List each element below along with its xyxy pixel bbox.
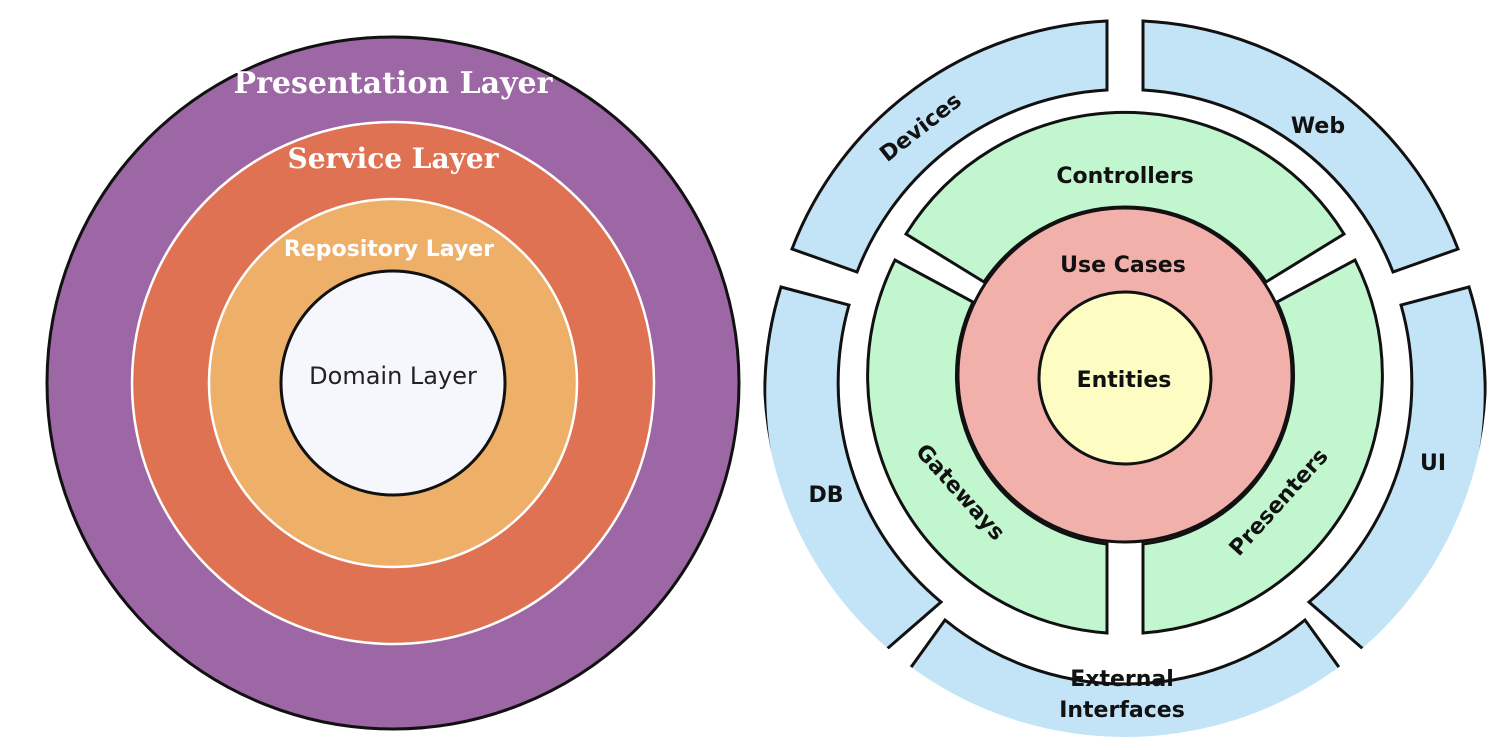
domain-layer-core [279, 269, 507, 497]
domain-layer-label: Domain Layer [309, 362, 477, 390]
layered-architecture-diagram: Presentation Layer Service Layer Reposit… [45, 35, 741, 731]
repository-layer-label: Repository Layer [284, 237, 494, 262]
middle-label-controllers: Controllers [1056, 164, 1193, 189]
middle-segment-gateways [866, 257, 1109, 635]
outer-label-external: External [1070, 667, 1174, 692]
entities-label: Entities [1077, 368, 1172, 393]
outer-label-interfaces: Interfaces [1059, 698, 1185, 723]
presentation-layer-label: Presentation Layer [234, 66, 554, 101]
use-cases-label: Use Cases [1060, 253, 1186, 278]
entities-core [1037, 290, 1213, 466]
middle-segment-presenters [1141, 257, 1384, 635]
outer-label-db: DB [808, 483, 843, 508]
outer-segment-web [1141, 19, 1460, 274]
outer-label-ui: UI [1420, 451, 1446, 476]
clean-architecture-diagram: Devices Web UI External Interfaces DB Co… [763, 19, 1487, 737]
outer-label-web: Web [1291, 114, 1345, 139]
service-layer-label: Service Layer [288, 142, 500, 175]
outer-segment-devices [790, 19, 1109, 274]
